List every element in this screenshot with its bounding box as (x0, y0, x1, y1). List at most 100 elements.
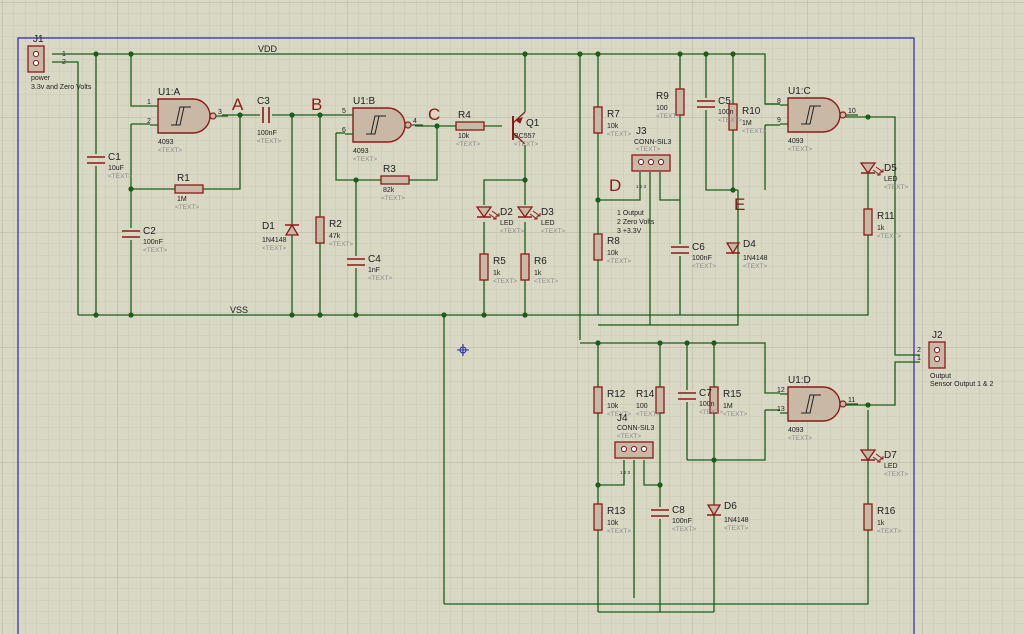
resistor-value-label: 10k (458, 133, 470, 140)
led-value-label: LED (884, 463, 898, 470)
resistor-value-label: 1k (877, 225, 885, 232)
connector-desc: power (31, 75, 51, 82)
text-placeholder: <TEXT> (607, 131, 631, 138)
gate-pin-number: 10 (848, 108, 856, 115)
text-placeholder: <TEXT> (353, 156, 377, 163)
resistor-value-label: 1k (493, 270, 501, 277)
text-placeholder: <TEXT> (143, 247, 167, 254)
gate-pin-number: 6 (342, 127, 346, 134)
capacitor-ref-label: C7 (699, 388, 712, 399)
connector-pinout-line: 1 Output (617, 210, 644, 217)
led-ref-label: D7 (884, 450, 897, 461)
resistor-ref-label: R8 (607, 236, 620, 247)
text-placeholder: <TEXT> (368, 275, 392, 282)
gate-pin-number: 2 (147, 118, 151, 125)
diode-value-label: 1N4148 (262, 237, 287, 244)
schmitt-trigger-icon (171, 106, 191, 126)
resistor-ref-label: R1 (177, 173, 190, 184)
gate-part-label: 4093 (788, 138, 804, 145)
node-marker-a: A (232, 95, 244, 114)
connector-desc: Output (930, 373, 951, 380)
resistor-ref-label: R12 (607, 389, 626, 400)
text-placeholder: <TEXT> (788, 146, 812, 153)
led-ref-label: D2 (500, 207, 513, 218)
led-value-label: LED (541, 220, 555, 227)
connector-pin-labels: 1 2 3 (620, 470, 631, 475)
capacitor-ref-label: C1 (108, 152, 121, 163)
led-ref-label: D3 (541, 207, 554, 218)
resistor-ref-label: R3 (383, 164, 396, 175)
capacitor-value-label: 100n (699, 401, 715, 408)
resistor-ref-label: R13 (607, 506, 626, 517)
text-placeholder: <TEXT> (672, 526, 696, 533)
gate-pin-number: 12 (777, 387, 785, 394)
text-placeholder: <TEXT> (456, 141, 480, 148)
resistor-value-label: 1M (177, 196, 187, 203)
capacitor-value-label: 10uF (108, 165, 124, 172)
schmitt-trigger-icon (801, 394, 821, 414)
text-placeholder: <TEXT> (158, 147, 182, 154)
light-emission-arrows-icon (529, 210, 541, 220)
wire-junctions (93, 51, 871, 488)
resistor-ref-label: R10 (742, 106, 761, 117)
gate-pin-number: 13 (777, 406, 785, 413)
gate-ref-label: U1:D (788, 375, 811, 386)
diode-value-label: 1N4148 (743, 255, 768, 262)
schmitt-trigger-icon (801, 105, 821, 125)
connector-pinout-line: 3 +3.3V (617, 228, 642, 235)
text-placeholder: <TEXT> (656, 113, 680, 120)
node-markers: A B C D E (232, 95, 745, 214)
resistor-value-label: 10k (607, 123, 619, 130)
text-placeholder: <TEXT> (692, 263, 716, 270)
text-placeholder: <TEXT> (877, 528, 901, 535)
capacitor-value-label: 100n (718, 109, 734, 116)
connector-ref-label: J3 (636, 126, 647, 137)
connector-pinout-line: 2 Zero Volts (617, 219, 655, 226)
resistor-value-label: 82k (383, 187, 395, 194)
connector-pin-number: 2 (917, 347, 921, 354)
capacitor-ref-label: C2 (143, 226, 156, 237)
connector-ref-label: J4 (617, 413, 628, 424)
